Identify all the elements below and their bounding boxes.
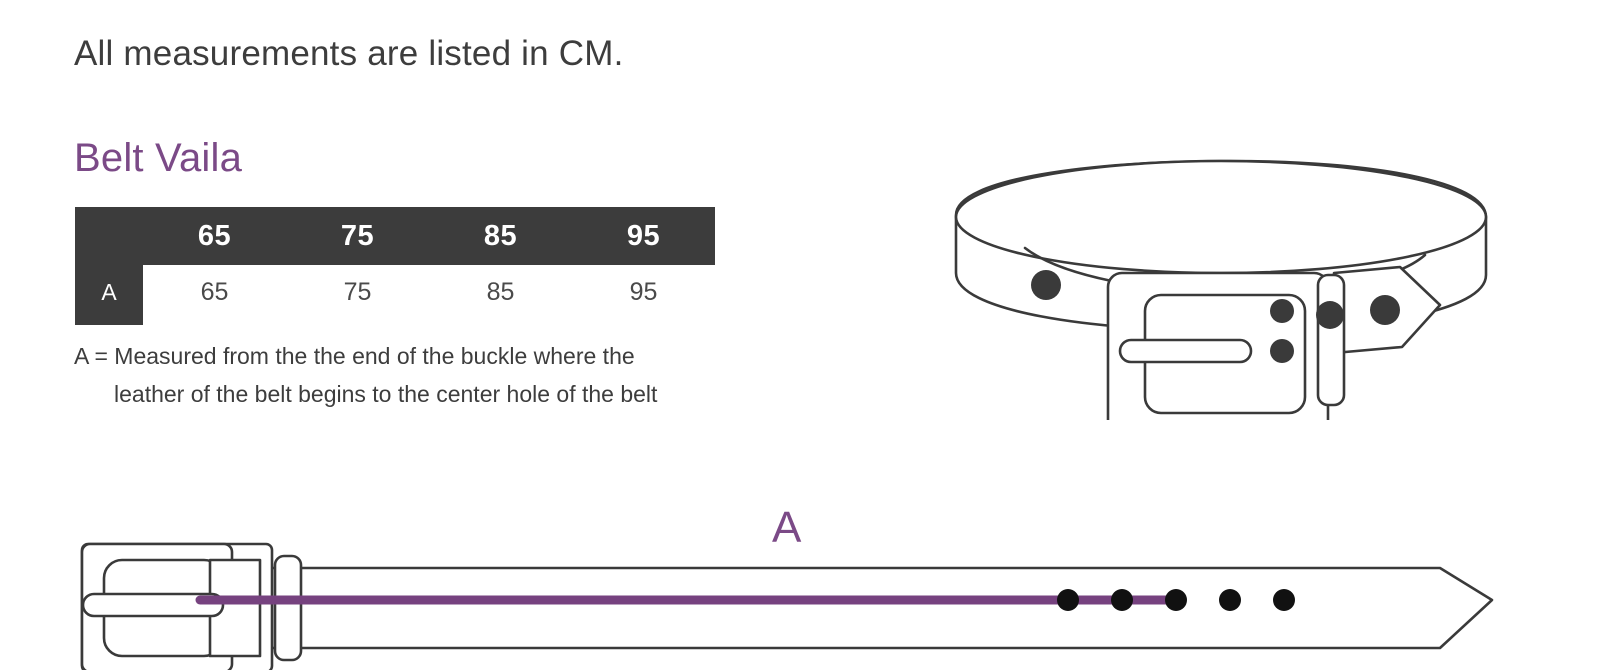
belt-strap-buckle-end [208, 558, 262, 658]
measurement-value: 95 [572, 265, 715, 319]
measurement-value: 65 [143, 265, 286, 319]
size-column-header: 75 [286, 207, 429, 265]
keeper-loop [273, 554, 303, 662]
size-column-header: 65 [143, 207, 286, 265]
size-column-header: 85 [429, 207, 572, 265]
measurement-value: 85 [429, 265, 572, 319]
row-label-underhang [75, 311, 143, 325]
belt-hole [1270, 339, 1294, 363]
belt-holes-group [1031, 270, 1400, 363]
table-row: A 65 75 85 95 [75, 265, 715, 319]
belt-hole [1370, 295, 1400, 325]
belt-hole-center [1165, 589, 1187, 611]
measurement-row-label: A [75, 265, 143, 319]
coiled-belt-illustration [954, 159, 1488, 420]
legend-line-1: A = Measured from the the end of the buc… [74, 343, 635, 369]
size-table: 65 75 85 95 A 65 75 85 95 [75, 207, 715, 319]
belt-hole [1057, 589, 1079, 611]
buckle-prong [1118, 338, 1253, 364]
keeper-loop [1316, 273, 1346, 407]
measurement-legend: A = Measured from the the end of the buc… [74, 337, 774, 413]
flat-belt-illustration [80, 542, 1494, 670]
belt-hole [1273, 589, 1295, 611]
legend-line-2: leather of the belt begins to the center… [114, 381, 658, 407]
page-title: All measurements are listed in CM. [74, 34, 624, 73]
size-column-header: 95 [572, 207, 715, 265]
belt-hole [1270, 299, 1294, 323]
table-header-row: 65 75 85 95 [75, 207, 715, 265]
belt-hole [1316, 301, 1344, 329]
product-name: Belt Vaila [74, 136, 243, 180]
belt-hole [1219, 589, 1241, 611]
measurement-value: 75 [286, 265, 429, 319]
table-corner-header [75, 207, 143, 265]
belt-strap [258, 566, 1494, 650]
measurement-label-a: A [772, 503, 802, 552]
belt-holes-group [1057, 589, 1295, 611]
belt-hole [1031, 270, 1061, 300]
belt-hole [1111, 589, 1133, 611]
